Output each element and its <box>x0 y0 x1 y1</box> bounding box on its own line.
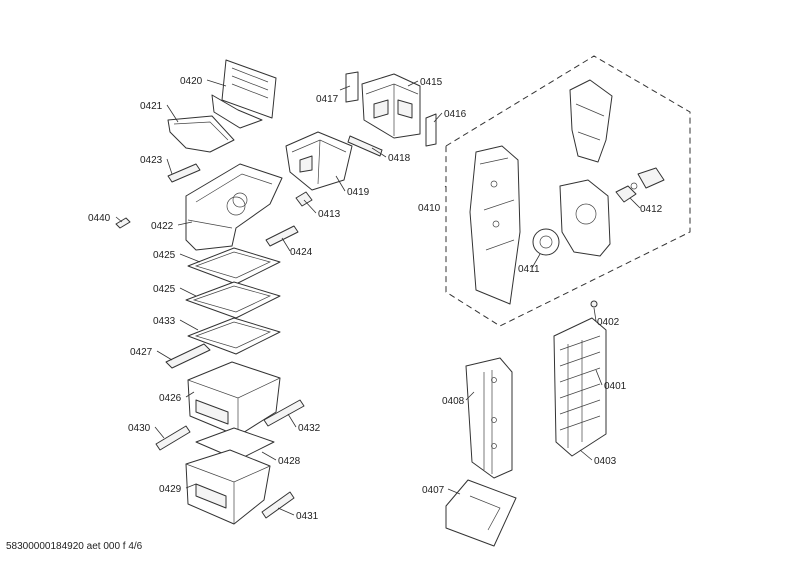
part-0431-rail[interactable] <box>261 491 295 519</box>
label-0421: 0421 <box>140 101 163 112</box>
part-0412-bracket[interactable] <box>615 167 665 203</box>
part-0426-drawer[interactable] <box>187 361 281 437</box>
label-0403: 0403 <box>594 456 617 467</box>
part-0424-clip[interactable] <box>265 225 299 247</box>
label-0410: 0410 <box>418 203 441 214</box>
drawing-code: 58300000184920 aet 000 f 4/6 <box>6 541 143 552</box>
part-0402-sensor[interactable] <box>590 300 598 308</box>
label-0427: 0427 <box>130 347 153 358</box>
assembly-outline <box>445 55 691 327</box>
part-0419-ice-crusher[interactable] <box>285 131 353 191</box>
label-0423: 0423 <box>140 155 163 166</box>
part-0420-shelf-cover[interactable] <box>211 59 277 129</box>
label-0402: 0402 <box>597 317 620 328</box>
label-0407: 0407 <box>422 485 445 496</box>
label-0426: 0426 <box>159 393 182 404</box>
part-0411-fan[interactable] <box>532 228 560 256</box>
label-0416: 0416 <box>444 109 467 120</box>
label-0415: 0415 <box>420 77 443 88</box>
label-0419: 0419 <box>347 187 370 198</box>
label-0412: 0412 <box>640 204 663 215</box>
part-0421-small-tray[interactable] <box>167 115 235 153</box>
part-0417-bracket[interactable] <box>345 71 359 103</box>
label-0411: 0411 <box>518 264 540 275</box>
part-0440-pin[interactable] <box>115 217 131 229</box>
label-0425-2: 0425 <box>153 284 176 295</box>
part-0408-rear-duct[interactable] <box>465 357 513 479</box>
part-0418-strip[interactable] <box>347 135 383 157</box>
label-0401: 0401 <box>604 381 627 392</box>
leader-lines <box>115 79 641 516</box>
part-fan-housing[interactable] <box>559 179 611 257</box>
label-0413: 0413 <box>318 209 341 220</box>
label-0431: 0431 <box>296 511 319 522</box>
part-0416-clip[interactable] <box>425 113 437 147</box>
part-0413-flap[interactable] <box>295 191 313 207</box>
label-0440: 0440 <box>88 213 111 224</box>
part-0422-ice-bin[interactable] <box>185 163 283 251</box>
part-0401-evaporator[interactable] <box>553 317 607 457</box>
part-0433-glass-shelf-3[interactable] <box>187 317 281 355</box>
label-0428: 0428 <box>278 456 301 467</box>
part-labels: 0420 0421 0423 0422 0440 0425 0425 0433 … <box>88 76 663 522</box>
part-0429-drawer[interactable] <box>185 449 271 525</box>
part-0415-ice-maker-motor[interactable] <box>361 73 421 139</box>
label-0425-1: 0425 <box>153 250 176 261</box>
label-0418: 0418 <box>388 153 411 164</box>
label-0432: 0432 <box>298 423 321 434</box>
part-0423-clip[interactable] <box>167 163 201 183</box>
label-0417: 0417 <box>316 94 339 105</box>
part-0430-rail[interactable] <box>155 425 191 451</box>
label-0424: 0424 <box>290 247 313 258</box>
label-0422: 0422 <box>151 221 174 232</box>
part-0407-drain-pan[interactable] <box>445 479 517 547</box>
part-0410-air-duct[interactable] <box>469 145 521 305</box>
label-0433: 0433 <box>153 316 176 327</box>
label-0420: 0420 <box>180 76 203 87</box>
label-0429: 0429 <box>159 484 182 495</box>
part-0432-rail[interactable] <box>263 399 305 427</box>
label-0430: 0430 <box>128 423 151 434</box>
part-0425-glass-shelf-2[interactable] <box>185 281 281 319</box>
part-0425-glass-shelf-1[interactable] <box>187 247 281 285</box>
label-0408: 0408 <box>442 396 465 407</box>
part-0427-rail[interactable] <box>165 343 211 369</box>
part-0410-upper-duct[interactable] <box>569 79 613 163</box>
